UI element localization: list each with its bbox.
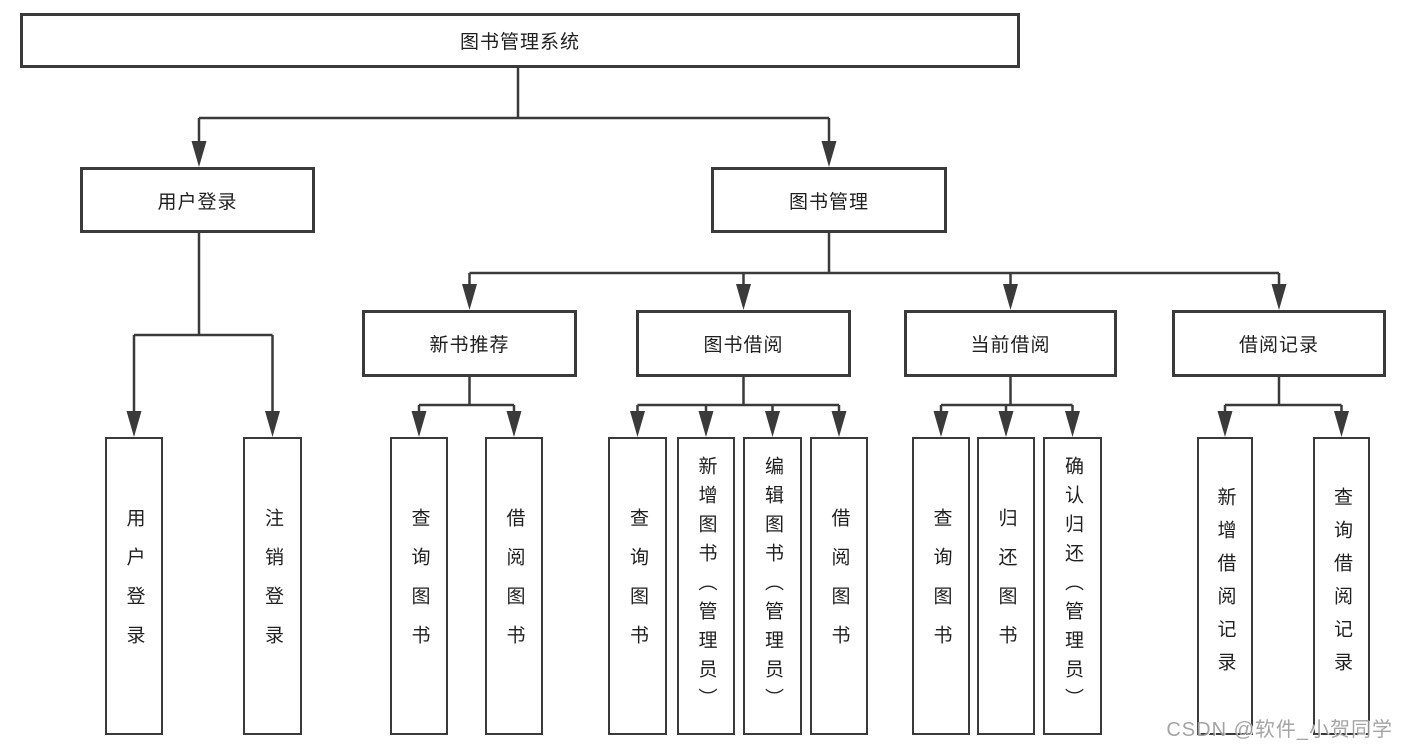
node-borrow-records: 借阅记录 [1172, 310, 1386, 377]
leaf-current-query-books: 查询图书 [912, 437, 970, 735]
connector-path [1223, 377, 1343, 432]
node-label: 新书推荐 [429, 335, 510, 356]
connector-path [417, 377, 516, 432]
node-current-borrow: 当前借阅 [904, 310, 1117, 377]
connector-path [468, 233, 1281, 305]
node-label: 新增借阅记录 [1214, 487, 1236, 685]
leaf-records-add-record: 新增借阅记录 [1197, 437, 1253, 735]
arrowhead-down-icon [698, 411, 714, 437]
arrowhead-down-icon [1217, 411, 1233, 437]
arrowhead-down-icon [1065, 411, 1080, 437]
leaf-logout: 注销登录 [243, 437, 302, 735]
csdn-watermark: CSDN @软件_小贺同学 [1166, 719, 1393, 741]
connector-book-management-children [462, 233, 1287, 310]
arrowhead-down-icon [1271, 284, 1287, 310]
connector-path [636, 377, 841, 432]
node-label: 图书管理系统 [459, 32, 580, 53]
node-label: 查询图书 [408, 508, 430, 664]
node-label: 注销登录 [262, 508, 283, 664]
arrowhead-down-icon [998, 411, 1014, 437]
leaf-recommend-borrow-books: 借阅图书 [485, 437, 543, 735]
arrowhead-down-icon [506, 411, 522, 437]
node-label: 图书借阅 [703, 335, 784, 356]
node-label: 借阅图书 [828, 508, 850, 664]
leaf-recommend-query-books: 查询图书 [390, 437, 448, 735]
arrowhead-down-icon [765, 411, 780, 437]
arrowhead-down-icon [933, 411, 949, 437]
node-label: 用户登录 [157, 191, 238, 213]
leaf-current-confirm-return-admin: 确认归还（管理员） [1043, 437, 1102, 735]
leaf-user-login: 用户登录 [105, 437, 163, 735]
node-label: 归还图书 [995, 508, 1017, 664]
node-label: 用户登录 [123, 508, 145, 664]
node-label: 编辑图书（管理员） [762, 455, 783, 717]
arrowhead-down-icon [265, 411, 280, 437]
node-label: 图书管理 [788, 191, 869, 213]
leaf-borrow-query-books: 查询图书 [608, 437, 667, 735]
node-book-management: 图书管理 [711, 167, 947, 233]
node-root-library-system: 图书管理系统 [20, 13, 1020, 68]
leaf-borrow-borrow-books: 借阅图书 [810, 437, 868, 735]
arrowhead-down-icon [1334, 411, 1349, 437]
node-book-borrow: 图书借阅 [636, 310, 851, 377]
node-label: 查询图书 [930, 508, 952, 664]
leaf-borrow-add-books-admin: 新增图书（管理员） [677, 437, 735, 735]
arrowhead-down-icon [831, 411, 847, 437]
arrowhead-down-icon [191, 141, 207, 167]
leaf-current-return-books: 归还图书 [977, 437, 1035, 735]
node-label: 查询借阅记录 [1331, 487, 1352, 685]
connector-user-login-children [126, 233, 280, 437]
connector-path [197, 68, 831, 162]
node-label: 当前借阅 [970, 335, 1051, 356]
arrowhead-down-icon [126, 411, 142, 437]
connector-current-borrow-children [933, 377, 1080, 437]
connector-book-borrow-children [630, 377, 847, 437]
node-label: 借阅记录 [1238, 335, 1319, 356]
connector-root-to-level2 [191, 68, 837, 167]
node-new-book-recommend: 新书推荐 [362, 310, 577, 377]
leaf-records-query-record: 查询借阅记录 [1313, 437, 1370, 735]
arrowhead-down-icon [736, 284, 751, 310]
arrowhead-down-icon [1003, 284, 1018, 310]
node-user-login: 用户登录 [80, 167, 315, 233]
arrowhead-down-icon [411, 411, 427, 437]
node-label: 确认归还（管理员） [1062, 455, 1083, 717]
connector-path [132, 233, 274, 432]
arrowhead-down-icon [630, 411, 645, 437]
node-label: 借阅图书 [503, 508, 525, 664]
node-label: 新增图书（管理员） [695, 455, 717, 717]
arrowhead-down-icon [462, 284, 477, 310]
node-label: 查询图书 [627, 508, 648, 664]
arrowhead-down-icon [821, 141, 837, 167]
connector-borrow-records-children [1217, 377, 1349, 437]
connector-new-book-recommend-children [411, 377, 522, 437]
leaf-borrow-edit-books-admin: 编辑图书（管理员） [743, 437, 802, 735]
